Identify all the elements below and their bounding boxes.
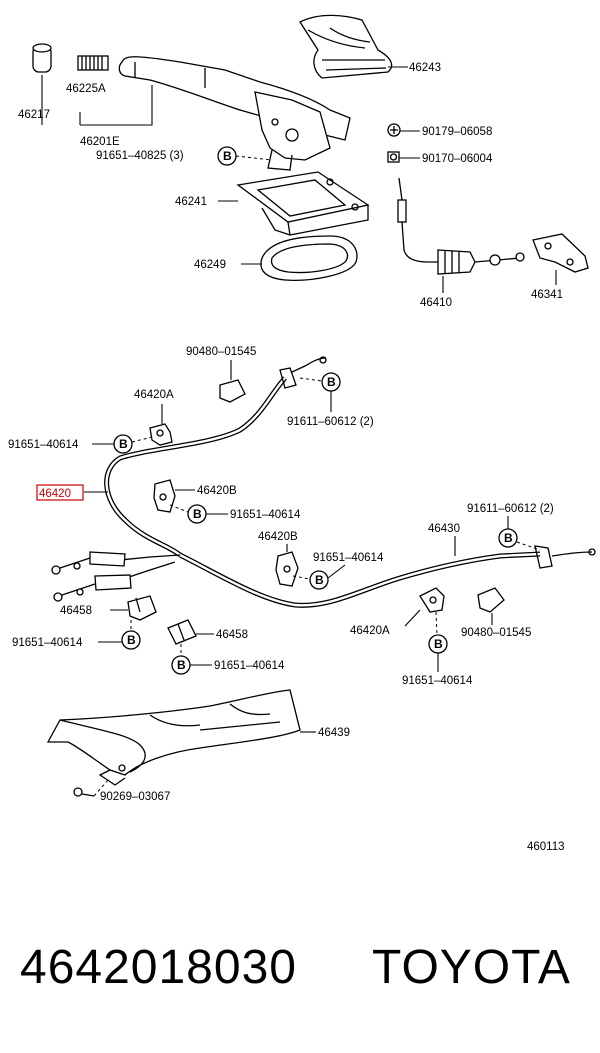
boot-46243-part xyxy=(299,14,393,79)
bolt-letter: B xyxy=(127,633,136,647)
bolt-letter: B xyxy=(177,658,186,672)
spring-46225A-part xyxy=(77,55,109,71)
callout-46341: 46341 xyxy=(531,289,563,301)
grommet-90480-top-part xyxy=(219,379,246,403)
highlight-box-46420 xyxy=(36,484,84,501)
callout-91611-right: 91611–60612 (2) xyxy=(467,503,554,515)
brand-footer: TOYOTA xyxy=(372,941,571,994)
cable-46410-part xyxy=(397,177,525,275)
callout-46458-left: 46458 xyxy=(60,605,92,617)
callout-91651-40825: 91651–40825 (3) xyxy=(96,150,184,162)
callout-46420A-top: 46420A xyxy=(134,389,174,401)
figure-number: 460113 xyxy=(527,841,565,853)
parking-brake-exploded-diagram: B xyxy=(8,14,596,853)
callout-46225A: 46225A xyxy=(66,83,106,95)
grommet-90480-low-part xyxy=(477,587,505,613)
equalizer-46341-part xyxy=(532,233,589,273)
bolt-letter: B xyxy=(504,531,513,545)
cable-46430-part xyxy=(178,545,596,608)
callout-91651-mid: 91651–40614 xyxy=(214,660,285,672)
callout-90170-06004: 90170–06004 xyxy=(422,153,493,165)
callout-46420B-1: 46420B xyxy=(197,485,237,497)
bracket-46241-part xyxy=(236,171,370,236)
callout-91651-b1: 91651–40614 xyxy=(230,509,301,521)
callout-46420-highlighted: 46420 xyxy=(39,488,71,500)
callout-91611-top: 91611–60612 (2) xyxy=(287,416,374,428)
bolt-letter: B xyxy=(327,375,336,389)
callout-90179-06058: 90179–06058 xyxy=(422,126,492,138)
bolt-letter: B xyxy=(223,149,232,163)
part-number-footer: 4642018030 xyxy=(20,941,297,994)
bolt-marker-b-46420B-2 xyxy=(309,570,329,590)
cable-46420-part xyxy=(104,356,327,557)
callout-90480-low: 90480–01545 xyxy=(461,627,531,639)
clamp-46420A-low-part xyxy=(419,587,445,613)
heat-shield-46439-part xyxy=(46,689,301,786)
bracket-46458-left-part xyxy=(127,595,157,621)
bolt-letter: B xyxy=(315,573,324,587)
clamp-46420B-1-part xyxy=(153,479,176,513)
nut-90179-part xyxy=(387,123,401,137)
clamp-46420B-2-part xyxy=(275,551,299,587)
callout-46217: 46217 xyxy=(18,109,50,121)
callout-46420A-low: 46420A xyxy=(350,625,390,637)
bolt-letter: B xyxy=(119,437,128,451)
callout-46249: 46249 xyxy=(194,259,226,271)
ring-46249-part xyxy=(260,235,358,281)
callout-91651-left: 91651–40614 xyxy=(8,439,79,451)
bolt-marker-b-46458-left xyxy=(121,630,141,650)
callout-91651-low: 91651–40614 xyxy=(402,675,473,687)
lever-46201E-part xyxy=(118,56,351,171)
grip-46217-part xyxy=(32,43,52,73)
callout-46439: 46439 xyxy=(318,727,350,739)
callout-91651-l2: 91651–40614 xyxy=(12,637,83,649)
callout-46241: 46241 xyxy=(175,196,207,208)
callout-46201E: 46201E xyxy=(80,136,120,148)
callout-46410: 46410 xyxy=(420,297,452,309)
callout-46243: 46243 xyxy=(409,62,441,74)
bolt-letter: B xyxy=(434,637,443,651)
callout-91651-b2: 91651–40614 xyxy=(313,552,384,564)
callout-46458-mid: 46458 xyxy=(216,629,248,641)
bolt-letter: B xyxy=(193,507,202,521)
bracket-46458-mid-part xyxy=(167,619,197,645)
clamp-46420A-top-part xyxy=(149,423,173,446)
screw-90269-part xyxy=(73,787,95,797)
callout-90269-03067: 90269–03067 xyxy=(100,791,170,803)
callout-90480-top: 90480–01545 xyxy=(186,346,256,358)
cable-ends-part xyxy=(51,551,181,602)
callout-46430: 46430 xyxy=(428,523,460,535)
nut-90170-part xyxy=(387,151,400,163)
callout-46420B-2: 46420B xyxy=(258,531,298,543)
